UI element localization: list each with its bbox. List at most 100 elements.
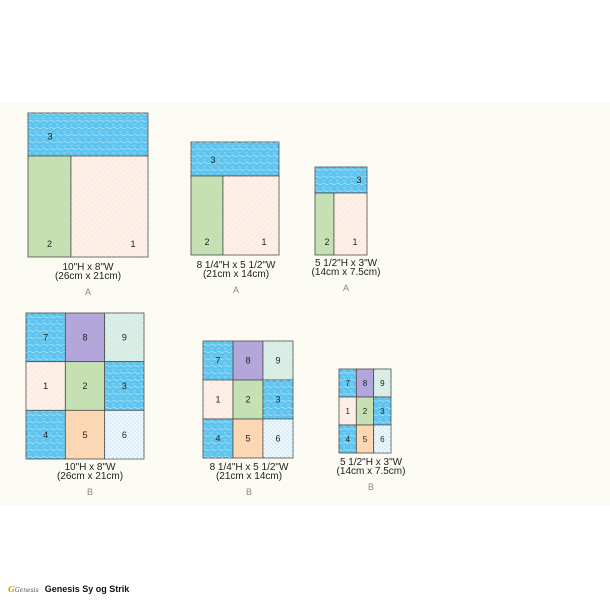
block-number: 7 <box>215 356 220 366</box>
block-1: 1 <box>202 379 234 420</box>
block-number: 2 <box>82 381 87 391</box>
block-number: 8 <box>363 379 368 388</box>
block-number: 5 <box>245 434 250 444</box>
block-number: 3 <box>356 175 361 185</box>
block-2: 2 <box>314 192 335 256</box>
block-number: 3 <box>47 132 52 142</box>
brand-logo: GGenesis <box>8 584 39 594</box>
block-number: 9 <box>380 379 385 388</box>
layout-4: 7 8 9 1 2 3 4 5 6 10"H x 8"W(26cm x 21cm) B <box>25 312 145 497</box>
layout-type-label: A <box>233 285 239 295</box>
block-number: 4 <box>345 435 350 444</box>
block-number: 1 <box>215 395 220 405</box>
size-caption-metric: (21cm x 14cm) <box>216 471 282 482</box>
block-number: 5 <box>82 430 87 440</box>
footer: GGenesis Genesis Sy og Strik <box>8 584 129 594</box>
brand-name: Genesis Sy og Strik <box>44 584 130 594</box>
block-2: 2 <box>64 361 106 411</box>
block-number: 9 <box>275 356 280 366</box>
block-5: 5 <box>64 409 106 460</box>
size-caption-metric: (26cm x 21cm) <box>55 271 121 282</box>
layout-5: 7 8 9 1 2 3 4 5 6 8 1/4"H x 5 1/2"W(21cm x 14cm) B <box>202 340 294 497</box>
layout-1: 3 2 1 10"H x 8"W(26cm x 21cm) A <box>27 112 149 297</box>
layout-type-label: B <box>87 487 93 497</box>
block-2: 2 <box>232 379 264 420</box>
block-3: 3 <box>104 361 145 411</box>
size-caption-metric: (21cm x 14cm) <box>203 269 269 280</box>
block-number: 8 <box>82 332 87 342</box>
size-caption-metric: (14cm x 7.5cm) <box>312 267 381 278</box>
block-number: 1 <box>130 239 135 249</box>
layout-type-label: B <box>246 487 252 497</box>
block-9: 9 <box>104 312 145 363</box>
size-caption-metric: (26cm x 21cm) <box>57 471 123 482</box>
block-number: 9 <box>122 332 127 342</box>
block-number: 7 <box>345 379 350 388</box>
block-6: 6 <box>373 424 392 454</box>
block-number: 7 <box>43 332 48 342</box>
block-number: 1 <box>345 407 350 416</box>
block-number: 1 <box>261 237 266 247</box>
block-6: 6 <box>262 418 294 459</box>
layout-type-label: B <box>368 482 374 492</box>
block-1: 1 <box>70 155 149 258</box>
block-number: 5 <box>363 435 368 444</box>
block-7: 7 <box>202 340 234 381</box>
block-2: 2 <box>27 155 72 258</box>
block-number: 1 <box>352 237 357 247</box>
block-1: 1 <box>25 361 66 411</box>
size-caption: 8 1/4"H x 5 1/2"W <box>210 462 289 473</box>
size-caption: 8 1/4"H x 5 1/2"W <box>197 260 276 271</box>
block-4: 4 <box>25 409 66 460</box>
block-2: 2 <box>190 175 224 256</box>
block-6: 6 <box>104 409 145 460</box>
block-2: 2 <box>355 396 375 426</box>
size-caption: 5 1/2"H x 3"W <box>315 258 378 269</box>
block-7: 7 <box>338 368 357 398</box>
block-1: 1 <box>222 175 280 256</box>
block-number: 6 <box>275 434 280 444</box>
block-number: 3 <box>210 155 215 165</box>
block-7: 7 <box>25 312 66 363</box>
block-4: 4 <box>202 418 234 459</box>
size-caption: 5 1/2"H x 3"W <box>340 457 403 468</box>
layout-type-label: A <box>343 283 349 293</box>
block-1: 1 <box>333 192 368 256</box>
block-3: 3 <box>373 396 392 426</box>
block-3: 3 <box>262 379 294 420</box>
block-number: 3 <box>122 381 127 391</box>
block-number: 2 <box>47 239 52 249</box>
block-number: 8 <box>245 356 250 366</box>
layout-3: 3 2 1 5 1/2"H x 3"W(14cm x 7.5cm) A <box>312 166 381 293</box>
block-5: 5 <box>355 424 375 454</box>
size-caption-metric: (14cm x 7.5cm) <box>337 466 406 477</box>
block-8: 8 <box>64 312 106 363</box>
block-8: 8 <box>355 368 375 398</box>
block-1: 1 <box>338 396 357 426</box>
block-number: 2 <box>363 407 368 416</box>
size-caption: 10"H x 8"W <box>62 262 114 273</box>
block-9: 9 <box>262 340 294 381</box>
block-5: 5 <box>232 418 264 459</box>
block-number: 4 <box>43 430 48 440</box>
block-number: 6 <box>122 430 127 440</box>
block-number: 2 <box>245 395 250 405</box>
block-3: 3 <box>190 141 280 177</box>
block-number: 4 <box>215 434 220 444</box>
layout-6: 7 8 9 1 2 3 4 5 6 5 1/2"H x 3"W(14cm x 7.5cm) B <box>337 368 406 492</box>
layout-type-label: A <box>85 287 91 297</box>
block-number: 2 <box>204 237 209 247</box>
block-3: 3 <box>27 112 149 157</box>
layout-2: 3 2 1 8 1/4"H x 5 1/2"W(21cm x 14cm) A <box>190 141 280 295</box>
block-number: 3 <box>380 407 385 416</box>
block-number: 3 <box>275 395 280 405</box>
block-number: 1 <box>43 381 48 391</box>
size-caption: 10"H x 8"W <box>64 462 116 473</box>
block-4: 4 <box>338 424 357 454</box>
block-number: 2 <box>324 237 329 247</box>
block-number: 6 <box>380 435 385 444</box>
block-3: 3 <box>314 166 368 194</box>
block-9: 9 <box>373 368 392 398</box>
block-8: 8 <box>232 340 264 381</box>
